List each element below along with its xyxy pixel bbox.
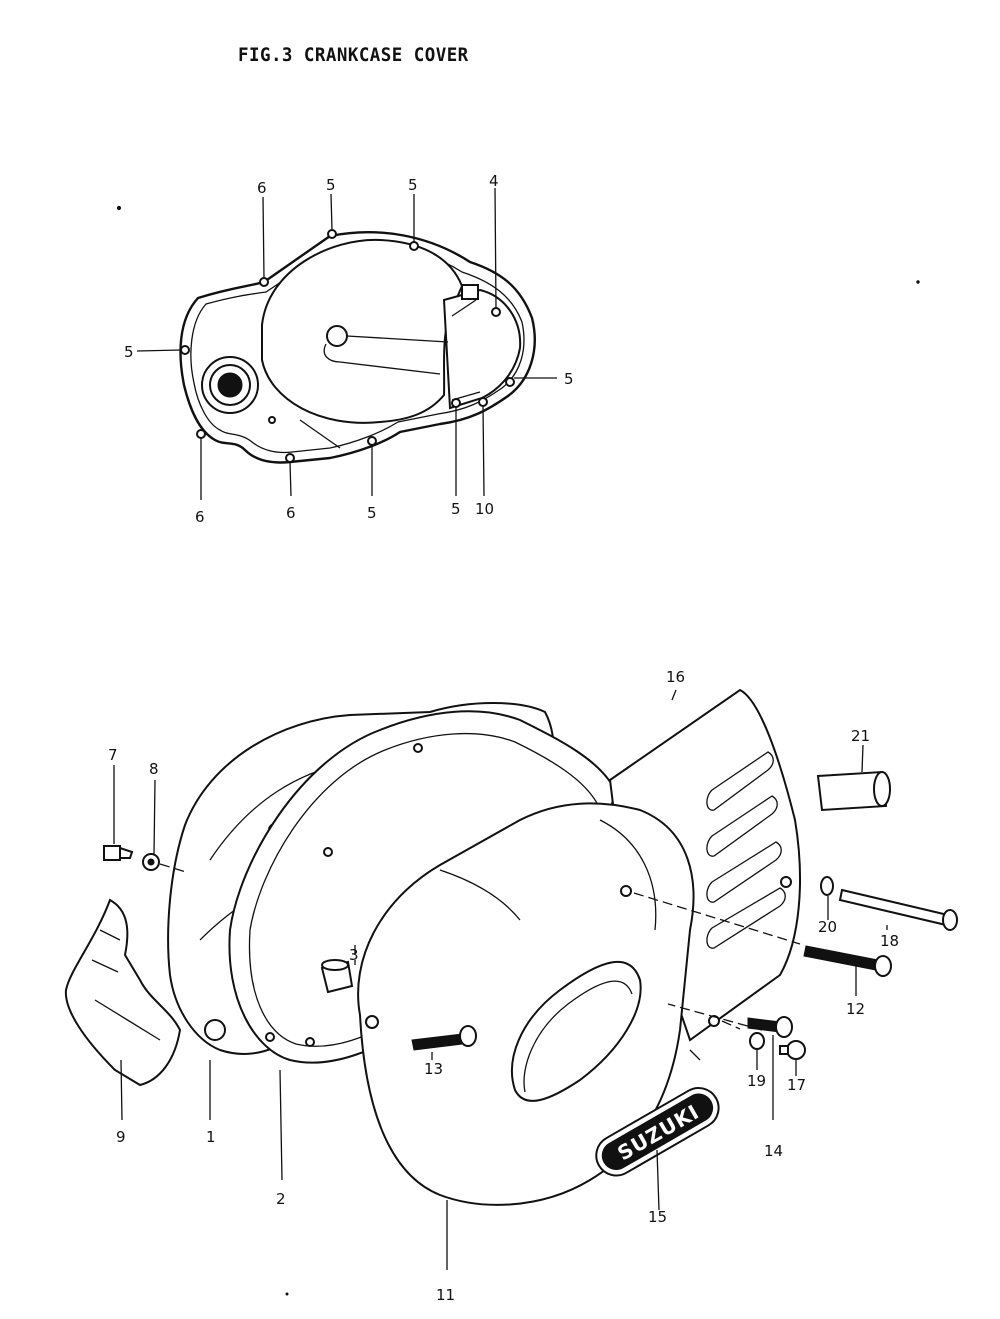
part-17-screw — [779, 1040, 806, 1060]
part-9-guard — [64, 898, 182, 1087]
callout-5: 5 — [564, 370, 574, 388]
callout-13: 13 — [424, 1060, 443, 1078]
callout-19: 19 — [747, 1072, 766, 1090]
part-7-screw — [103, 845, 134, 861]
callout-10: 10 — [475, 500, 494, 518]
callout-9: 9 — [116, 1128, 126, 1146]
top-cover-assembly: 6 5 5 4 5 5 6 6 5 5 10 — [116, 172, 920, 526]
callout-6: 6 — [286, 504, 296, 522]
callout-11: 11 — [436, 1286, 455, 1304]
part-18-bolt — [838, 888, 958, 931]
callout-21: 21 — [851, 727, 870, 745]
callout-8: 8 — [149, 760, 159, 778]
callout-6: 6 — [195, 508, 205, 526]
part-13-bolt — [411, 1025, 477, 1051]
callout-6: 6 — [257, 179, 267, 197]
callout-14: 14 — [764, 1142, 783, 1160]
callout-4: 4 — [489, 172, 499, 190]
part-20-washer — [820, 876, 834, 896]
figure-title: FIG.3 CRANKCASE COVER — [238, 44, 469, 66]
callout-20: 20 — [818, 918, 837, 936]
callout-15: 15 — [648, 1208, 667, 1226]
callout-5: 5 — [451, 500, 461, 518]
callout-3: 3 — [349, 946, 359, 964]
callout-12: 12 — [846, 1000, 865, 1018]
callout-17: 17 — [787, 1076, 806, 1094]
part-19-washer — [749, 1032, 765, 1050]
clutch-dome — [261, 238, 464, 424]
part-11-generator-cover — [357, 802, 695, 1206]
bottom-exploded-assembly: SUZUKI — [64, 668, 958, 1304]
callout-16: 16 — [666, 668, 685, 686]
callout-7: 7 — [108, 746, 118, 764]
callout-5: 5 — [367, 504, 377, 522]
part-16-side-cover — [608, 688, 801, 1042]
callout-5: 5 — [124, 343, 134, 361]
callout-2: 2 — [276, 1190, 286, 1208]
callout-5: 5 — [326, 176, 336, 194]
callout-5: 5 — [408, 176, 418, 194]
callout-18: 18 — [880, 932, 899, 950]
part-12-bolt — [803, 945, 892, 977]
part-21-spacer — [816, 770, 891, 812]
callout-1: 1 — [206, 1128, 216, 1146]
